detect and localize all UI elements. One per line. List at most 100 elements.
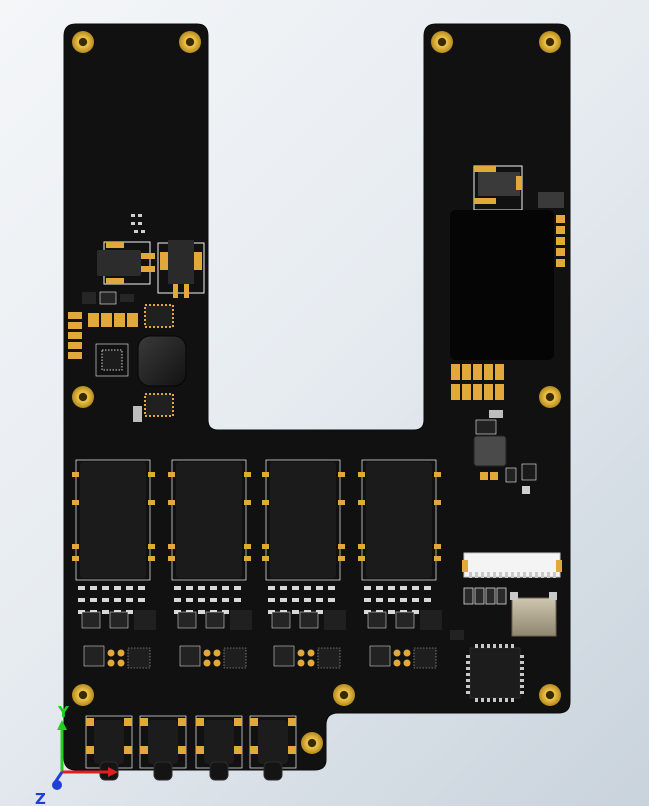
channel-pad: [262, 472, 269, 477]
jack-body: [94, 720, 124, 764]
smd-resistor: [424, 598, 431, 602]
channel-module: [80, 462, 146, 578]
channel-pad: [358, 500, 365, 505]
channel-pad: [72, 544, 79, 549]
smd-resistor: [198, 598, 205, 602]
smd-resistor: [268, 598, 275, 602]
smd-resistor: [138, 598, 145, 602]
jack-pad: [196, 746, 204, 754]
channel-pad: [434, 500, 441, 505]
jack-pad: [178, 746, 186, 754]
voltage-regulator: [157, 240, 205, 298]
pad-cluster: [297, 659, 305, 667]
jack-pad: [196, 718, 204, 726]
channel-pad: [72, 556, 79, 561]
smd-cluster: [131, 214, 145, 233]
smd-resistor: [126, 610, 133, 614]
pad-cluster: [307, 649, 315, 657]
smd-resistor: [400, 586, 407, 590]
pad-array: [451, 364, 504, 400]
smd-resistor: [114, 598, 121, 602]
mcu-chip: [466, 644, 524, 702]
smd-resistor: [376, 586, 383, 590]
smd-resistor: [388, 586, 395, 590]
y-axis-arrow: [57, 720, 67, 730]
smd-resistor: [138, 586, 145, 590]
small-connector: [538, 192, 564, 208]
smd-resistor: [78, 586, 85, 590]
dc-jack: [97, 241, 155, 285]
pad-cluster: [213, 649, 221, 657]
smd-resistor: [328, 586, 335, 590]
audio-jack: [195, 715, 243, 781]
pcb-board: [63, 23, 571, 771]
mounting-hole: [179, 31, 201, 53]
jack-pad: [288, 718, 296, 726]
sd-card-slot: [511, 597, 557, 637]
audio-jack: [139, 715, 187, 781]
audio-jacks: [85, 715, 297, 781]
smd-resistor: [364, 610, 371, 614]
smd-cluster: [480, 463, 537, 494]
jack-barrel: [153, 761, 173, 781]
channel-pad: [244, 556, 251, 561]
smd-resistor: [198, 610, 205, 614]
inductor-small: [473, 435, 507, 467]
channel-pad: [148, 544, 155, 549]
smd-resistor: [222, 586, 229, 590]
op-amp: [205, 611, 225, 629]
op-amp: [367, 611, 387, 629]
channel-pad: [434, 472, 441, 477]
audio-channel: [168, 459, 252, 669]
small-ic: [179, 645, 201, 667]
channel-pad: [244, 472, 251, 477]
mounting-hole: [301, 732, 323, 754]
pad-cluster: [403, 659, 411, 667]
op-amp: [81, 611, 101, 629]
jack-barrel: [263, 761, 283, 781]
smd-resistor: [198, 586, 205, 590]
jack-barrel: [209, 761, 229, 781]
smd-resistor: [412, 598, 419, 602]
smd-resistor: [412, 610, 419, 614]
channel-pad: [338, 556, 345, 561]
smd-resistor: [78, 610, 85, 614]
channel-pad: [338, 472, 345, 477]
smd-part: [489, 410, 503, 418]
controller-ic: [144, 393, 174, 417]
smd-resistor: [364, 586, 371, 590]
smd-resistor: [210, 586, 217, 590]
axes-gizmo[interactable]: Y Z: [35, 703, 118, 806]
channel-pad: [358, 472, 365, 477]
channel-pad: [262, 500, 269, 505]
smd-resistor: [292, 598, 299, 602]
smd-resistor: [280, 598, 287, 602]
small-ic: [127, 647, 151, 669]
qfn-chip: [95, 343, 129, 377]
op-amp: [109, 611, 129, 629]
pad-cluster: [403, 649, 411, 657]
channel-module: [176, 462, 242, 578]
channel-pad: [244, 544, 251, 549]
smd-resistor: [280, 586, 287, 590]
jack-body: [204, 720, 234, 764]
small-ic: [273, 645, 295, 667]
right-switch: [473, 165, 523, 211]
op-amp: [177, 611, 197, 629]
jack-pad: [250, 746, 258, 754]
small-ic: [223, 647, 247, 669]
smd-resistor: [316, 610, 323, 614]
smd-resistor: [90, 598, 97, 602]
diode-array: [463, 587, 507, 605]
smd-resistor: [174, 586, 181, 590]
op-amp: [395, 611, 415, 629]
power-inductor: [137, 335, 187, 387]
jack-pad: [288, 746, 296, 754]
smd-resistor: [126, 586, 133, 590]
smd-resistor: [174, 598, 181, 602]
pin-header-pads: [68, 312, 82, 359]
op-amp: [230, 610, 252, 630]
smd-resistor: [222, 610, 229, 614]
channel-outline: [171, 459, 247, 581]
